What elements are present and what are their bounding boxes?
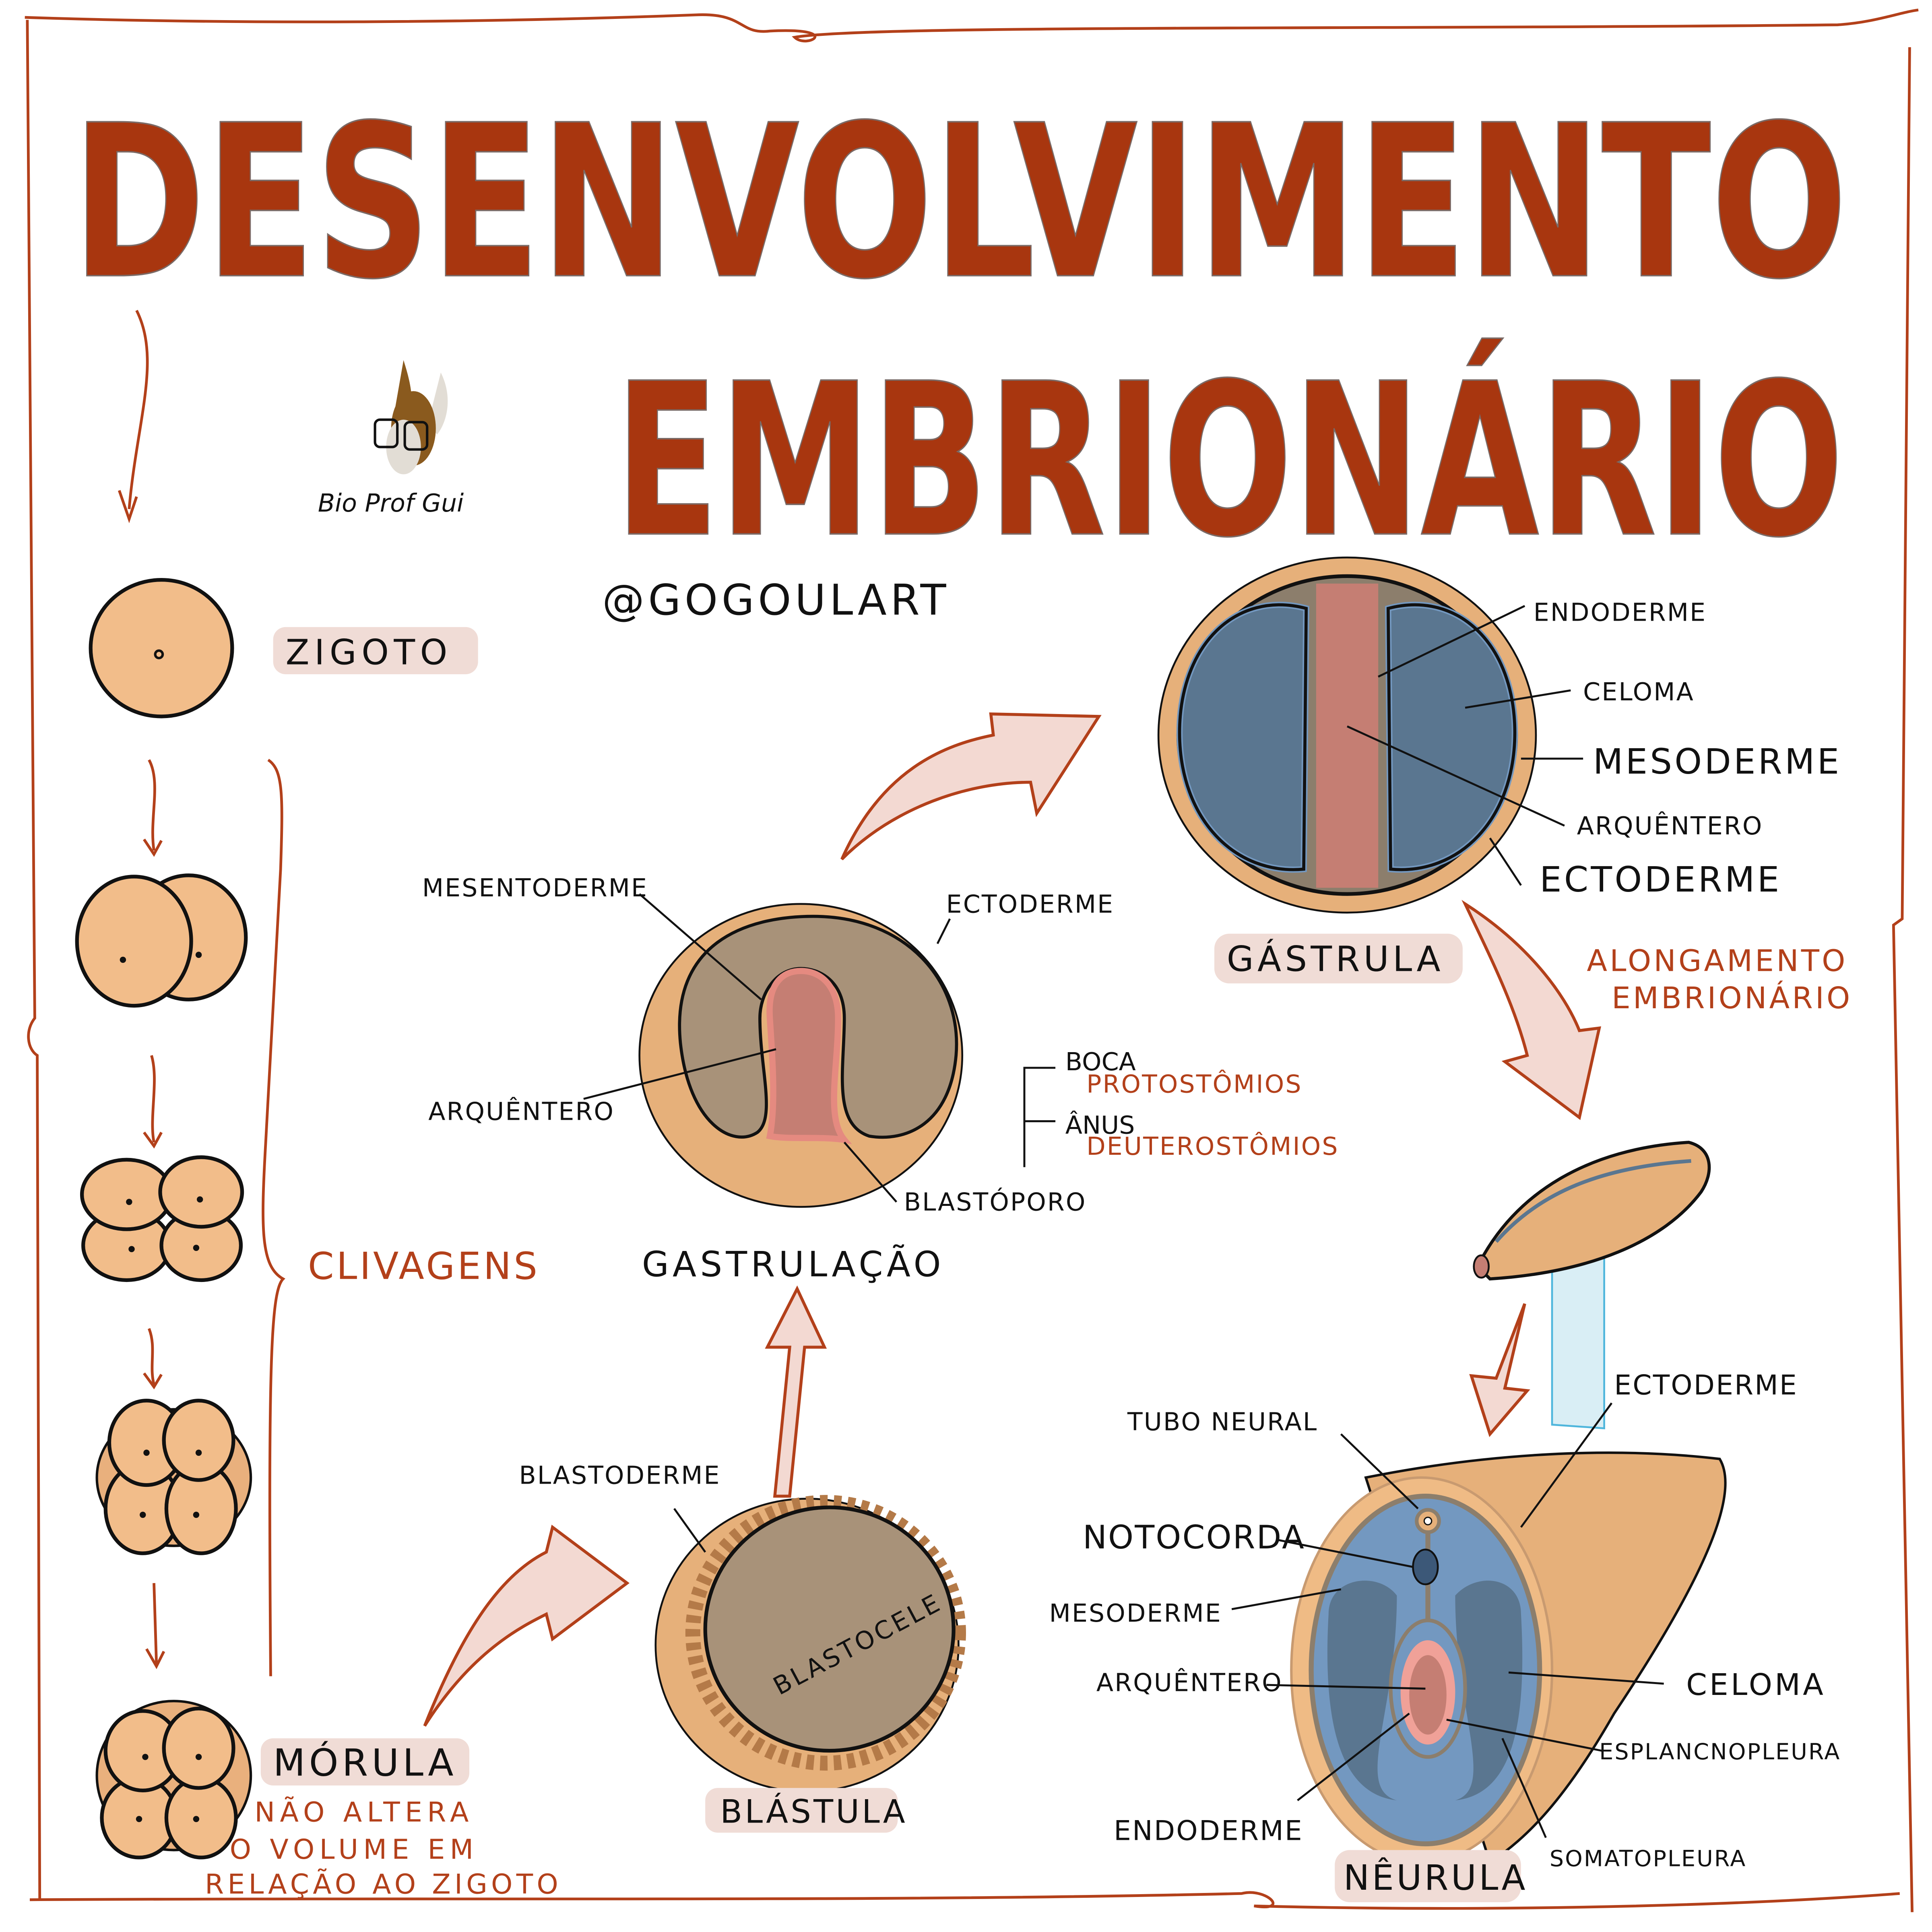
label-morula: MÓRULA <box>273 1740 457 1784</box>
four-cell-stage <box>80 1155 244 1282</box>
logo-text: Bio Prof Gui <box>318 489 464 518</box>
notochord-icon <box>1412 1548 1439 1585</box>
author-handle: @GOGOULART <box>602 576 950 625</box>
morula <box>95 1700 252 1860</box>
nucleus-icon <box>154 649 164 660</box>
gastrulation-embryo <box>638 903 964 1208</box>
label-arquentero-neurula: ARQUÊNTERO <box>1096 1668 1283 1697</box>
label-notocorda: NOTOCORDA <box>1083 1519 1305 1556</box>
bio-prof-gui-logo: Bio Prof Gui <box>318 360 464 518</box>
label-arquentero-gastrulacao: ARQUÊNTERO <box>428 1097 615 1126</box>
morula-note-line-3: RELAÇÃO AO ZIGOTO <box>205 1868 562 1900</box>
morula-note-line-1: NÃO ALTERA <box>254 1796 473 1828</box>
alongamento-line-2: EMBRIONÁRIO <box>1612 980 1852 1016</box>
elongated-embryo <box>1473 1141 1711 1430</box>
two-cell-stage <box>75 873 248 1008</box>
label-ectoderme-neurula: ECTODERME <box>1614 1369 1798 1401</box>
label-blastula: BLÁSTULA <box>720 1793 908 1831</box>
label-endoderme-gastrula: ENDODERME <box>1534 598 1707 627</box>
hand-drawn-border <box>25 8 1919 1912</box>
eight-cell-stage <box>95 1399 252 1555</box>
label-ectoderme-gastrulacao: ECTODERME <box>946 890 1115 919</box>
label-deuterostomios: DEUTEROSTÔMIOS <box>1086 1131 1339 1161</box>
label-clivagens: CLIVAGENS <box>308 1244 540 1288</box>
arrow-to-gastrulacao <box>765 1285 827 1498</box>
label-gastrula: GÁSTRULA <box>1227 939 1444 979</box>
label-mesoderme-gastrula: MESODERME <box>1593 742 1842 782</box>
label-anus: ÂNUS <box>1065 1110 1135 1139</box>
label-somatopleura: SOMATOPLEURA <box>1550 1846 1747 1872</box>
label-celoma-gastrula: CELOMA <box>1583 677 1695 706</box>
clivagens-brace <box>262 759 285 1676</box>
neurula <box>1290 1451 1727 1865</box>
label-tubo-neural: TUBO NEURAL <box>1127 1408 1318 1437</box>
label-endoderme-neurula: ENDODERME <box>1114 1815 1303 1847</box>
morula-note-line-2: O VOLUME EM <box>230 1834 479 1866</box>
label-mesoderme-neurula: MESODERME <box>1049 1599 1222 1628</box>
title-line-1: DESENVOLVIMENTO <box>72 80 1847 326</box>
label-celoma-neurula: CELOMA <box>1686 1668 1826 1702</box>
glasses-icon <box>374 418 399 448</box>
label-neurula: NÊURULA <box>1344 1858 1528 1898</box>
label-ectoderme-gastrula: ECTODERME <box>1540 860 1781 900</box>
label-mesentoderme: MESENTODERME <box>422 873 648 902</box>
arrow-to-neurula <box>1469 1303 1530 1437</box>
label-zigoto: ZIGOTO <box>286 632 452 673</box>
zygote <box>89 578 234 718</box>
blastopore-fate-bracket <box>1023 1067 1056 1167</box>
arrow-to-elongation <box>1461 900 1602 1120</box>
label-gastrulacao: GASTRULAÇÃO <box>642 1245 945 1285</box>
label-esplancnopleura: ESPLANCNOPLEURA <box>1599 1739 1841 1765</box>
title-line-2: EMBRIONÁRIO <box>615 336 1844 584</box>
arrow-to-blastula <box>423 1525 630 1727</box>
left-flow-arrow <box>118 310 149 523</box>
label-arquentero-gastrula: ARQUÊNTERO <box>1577 811 1763 840</box>
alongamento-line-1: ALONGAMENTO <box>1587 943 1847 978</box>
label-blastoporo: BLASTÓPORO <box>904 1187 1087 1217</box>
label-blastoderme: BLASTODERME <box>519 1461 720 1490</box>
gastrula <box>1157 556 1537 914</box>
label-boca: BOCA <box>1065 1047 1136 1076</box>
arrow-to-gastrula <box>840 712 1102 861</box>
blastula: BLASTOCELE <box>654 1495 966 1793</box>
label-protostomios: PROTOSTÔMIOS <box>1086 1069 1302 1099</box>
